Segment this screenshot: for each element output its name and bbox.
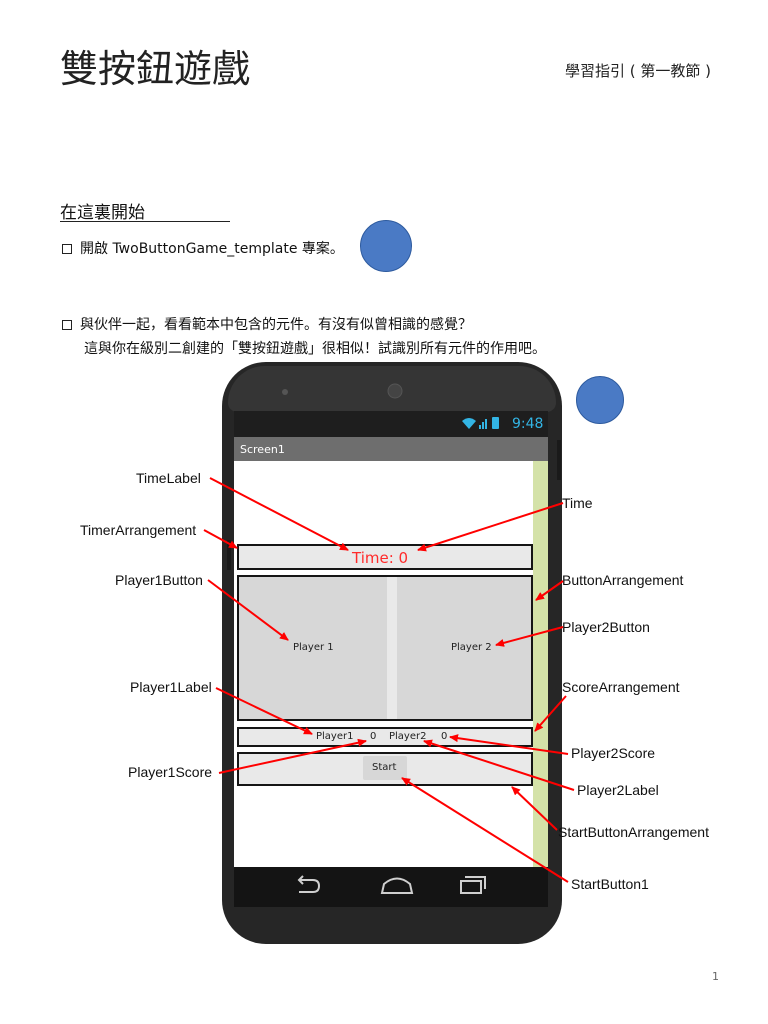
callout-player1-button: Player1Button (115, 572, 203, 588)
arrow-start-button1 (401, 777, 569, 883)
phone-side-button (557, 440, 561, 480)
timer-arrangement (237, 544, 533, 570)
callout-start-button1: StartButton1 (571, 876, 649, 892)
checklist-item-open-project: 開啟 TwoButtonGame_template 專案。 (62, 238, 344, 258)
callout-player1-score: Player1Score (128, 764, 213, 780)
arrow-player1-score (218, 738, 367, 774)
back-icon (297, 875, 321, 893)
player1-button-label: Player 1 (293, 642, 334, 653)
document-subtitle: 學習指引 ( 第一教節 ) (565, 62, 712, 80)
checklist-item-text: 與伙伴一起，看看範本中包含的元件。有沒有似曾相識的感覺？ (80, 317, 472, 333)
phone-side-button (227, 540, 231, 570)
callout-start-button-arrangement: StartButtonArrangement (558, 824, 709, 840)
callout-player2-label: Player2Label (577, 782, 659, 798)
checklist-item-text: 開啟 TwoButtonGame_template 專案。 (80, 241, 344, 257)
arrow-start-button-arrangement (511, 786, 558, 831)
wifi-signal-battery-icon (460, 416, 506, 433)
callout-time-label: TimeLabel (136, 470, 201, 486)
home-icon (380, 877, 414, 894)
section-heading: 在這裏開始 (60, 203, 145, 223)
arrow-player2-score (449, 734, 569, 755)
player2-button-label: Player 2 (451, 642, 492, 653)
page-number: 1 (712, 970, 719, 983)
arrow-time (417, 502, 564, 552)
app-title-bar (234, 437, 548, 461)
player1-label: Player1 (316, 731, 354, 742)
status-icons-svg (462, 417, 499, 429)
document-title: 雙按鈕遊戲 (60, 47, 251, 91)
recent-apps-icon (460, 880, 482, 894)
phone-sensor-dot (282, 389, 288, 395)
callout-player1-label: Player1Label (130, 679, 212, 695)
player1-score: 0 (370, 731, 377, 742)
arrow-player2-button (495, 626, 564, 647)
callout-player2-button: Player2Button (562, 619, 650, 635)
time-label: Time: 0 (352, 549, 409, 567)
player2-score: 0 (441, 731, 448, 742)
callout-timer-arrangement: TimerArrangement (80, 522, 197, 538)
status-time: 9:48 (512, 416, 544, 432)
callout-button-arrangement: ButtonArrangement (562, 572, 684, 588)
player1-button[interactable] (239, 577, 387, 719)
arrow-button-arrangement (535, 580, 564, 601)
screen-title: Screen1 (240, 443, 285, 456)
arrow-timer-arrangement (203, 529, 238, 549)
callout-score-arrangement: ScoreArrangement (562, 679, 680, 695)
checklist-item-explore-components: 與伙伴一起，看看範本中包含的元件。有沒有似曾相識的感覺？ (62, 314, 472, 334)
checklist-item-text-continued: 這與你在級別二創建的「雙按鈕遊戲」很相似！試識別所有元件的作用吧。 (84, 341, 546, 357)
player2-button[interactable] (397, 577, 531, 719)
blue-circle-marker (360, 220, 412, 272)
callout-time: Time (562, 495, 593, 511)
start-button-label: Start (372, 762, 397, 773)
screen-scroll-strip (533, 461, 548, 867)
start-button[interactable] (363, 756, 407, 780)
arrow-player1-label (215, 687, 313, 735)
navigation-bar (234, 867, 548, 907)
arrow-player1-button (207, 579, 289, 641)
player2-label: Player2 (389, 731, 427, 742)
checkbox-icon (62, 320, 72, 330)
phone-camera-icon (387, 383, 403, 399)
callout-player2-score: Player2Score (571, 745, 656, 761)
section-heading-underline (60, 221, 230, 222)
blue-circle-marker (576, 376, 624, 424)
arrow-time-label (209, 477, 349, 551)
arrow-score-arrangement (534, 695, 567, 732)
arrow-player2-label (423, 739, 575, 791)
checkbox-icon (62, 244, 72, 254)
